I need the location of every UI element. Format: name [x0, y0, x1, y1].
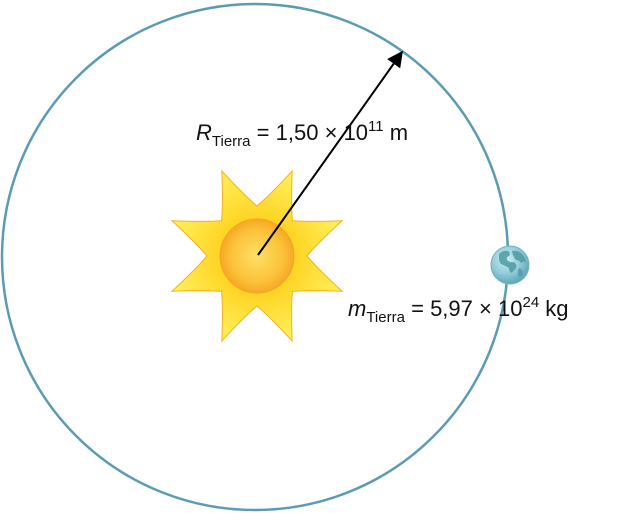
radius-label: RTierra = 1,50 × 1011 m — [196, 119, 409, 149]
mass-mantissa: 5,97 — [430, 296, 473, 321]
radius-base: 10 — [343, 120, 369, 145]
mass-unit: kg — [545, 296, 569, 321]
mass-times: × — [479, 296, 492, 321]
radius-times: × — [324, 120, 338, 145]
mass-equals: = — [411, 296, 424, 321]
radius-subscript: Tierra — [211, 133, 251, 150]
mass-symbol: m — [348, 296, 367, 321]
sun-icon — [170, 169, 344, 343]
mass-exponent: 24 — [522, 294, 540, 311]
radius-arrow — [257, 50, 403, 256]
radius-exponent: 11 — [368, 118, 384, 135]
radius-symbol: R — [196, 120, 212, 145]
mass-subscript: Tierra — [366, 309, 405, 326]
earth-icon — [490, 245, 530, 285]
radius-unit: m — [389, 120, 409, 145]
earth-continents — [499, 250, 526, 277]
mass-base: 10 — [498, 296, 523, 321]
mass-label: mTierra = 5,97 × 1024 kg — [348, 295, 569, 325]
sun-core — [219, 218, 295, 294]
radius-equals: = — [256, 120, 270, 145]
radius-mantissa: 1,50 — [275, 120, 319, 145]
